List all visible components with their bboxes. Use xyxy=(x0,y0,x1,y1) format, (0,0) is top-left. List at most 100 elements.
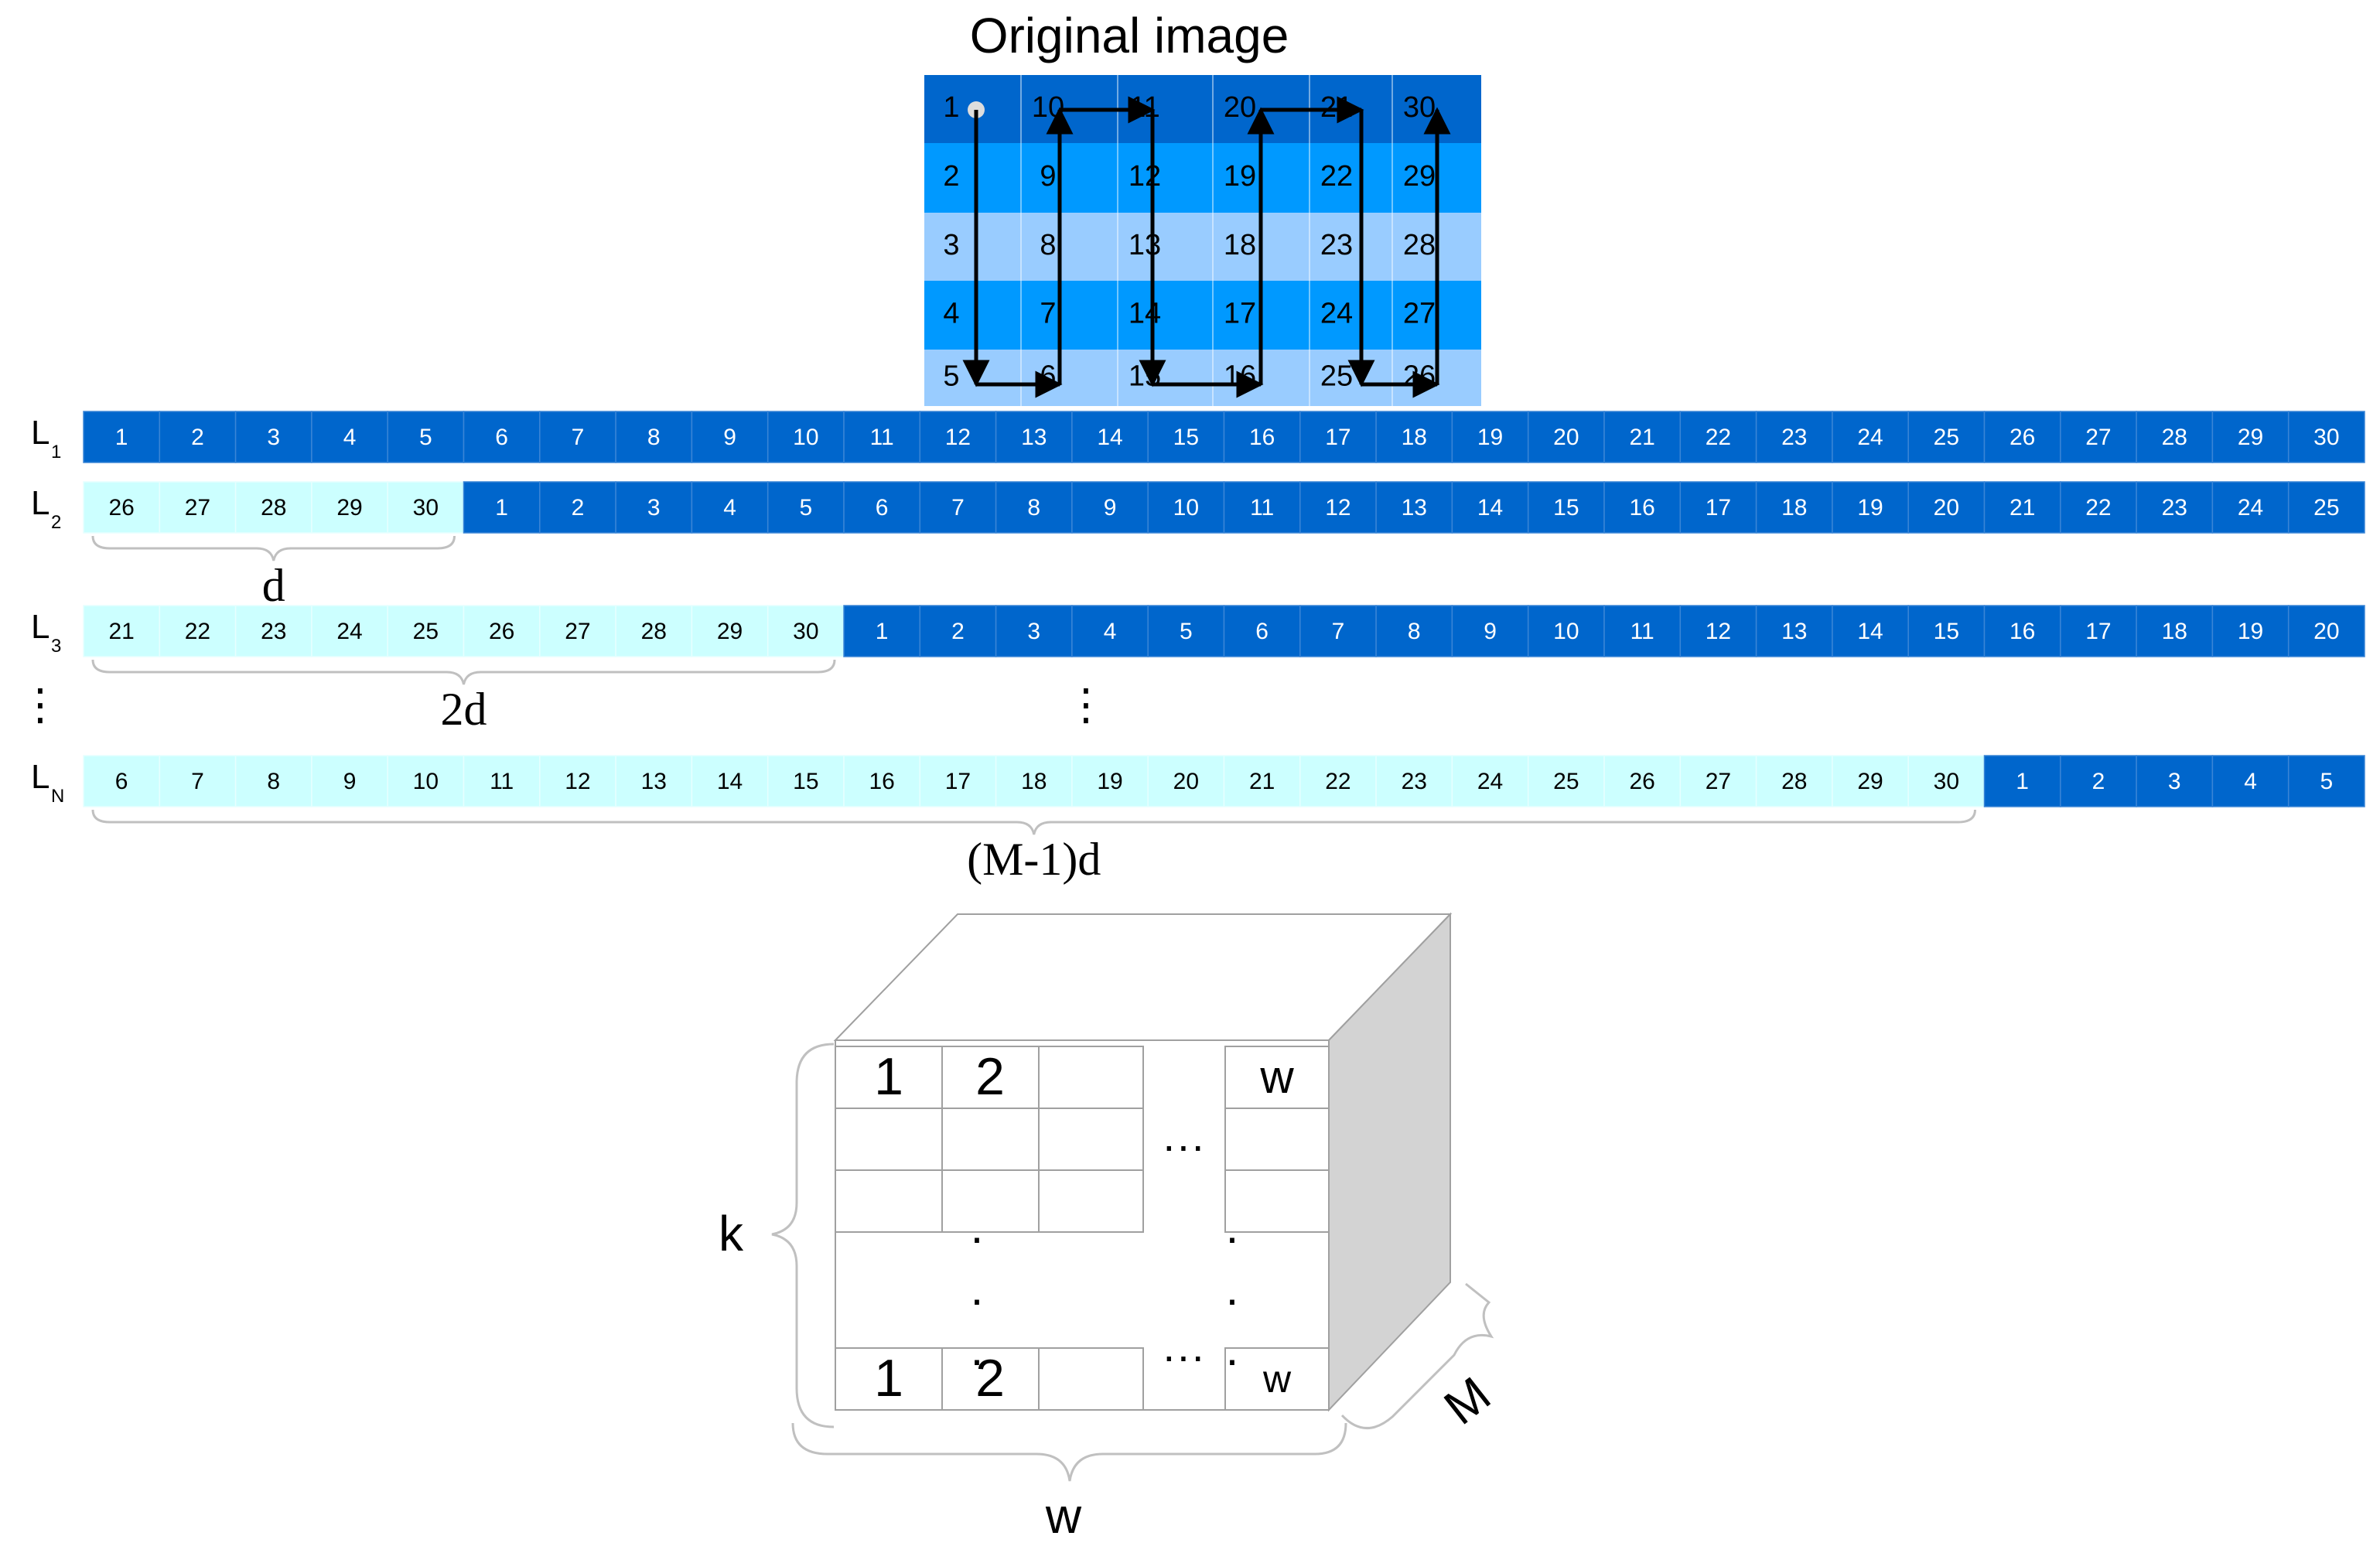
sequence-cell-number: 6 xyxy=(876,495,889,521)
sequence-cell-number: 17 xyxy=(1325,425,1350,450)
sequence-cell xyxy=(995,605,1073,657)
sequence-cell-number: 3 xyxy=(267,425,280,450)
sequence-cell-number: 23 xyxy=(261,619,286,644)
cube-bottom-cell-label: 1 xyxy=(874,1349,903,1408)
sequence-cell xyxy=(615,755,693,807)
sequence-label: L xyxy=(31,484,50,522)
sequence-cell-number: 16 xyxy=(1629,495,1654,521)
sequence-cell-number: 18 xyxy=(1781,495,1807,521)
sequence-cell-number: 26 xyxy=(108,495,134,521)
sequence-cell-number: 19 xyxy=(1477,425,1503,450)
sequence-label-subscript: N xyxy=(51,786,64,807)
sequence-cell-number: 11 xyxy=(1250,495,1274,521)
grid-cell-number: 21 xyxy=(1320,91,1353,124)
sequence-cell xyxy=(995,411,1073,463)
sequence-cell-number: 30 xyxy=(1934,769,1959,794)
sequence-cell xyxy=(843,605,921,657)
sequence-cell-number: 22 xyxy=(185,619,210,644)
sequence-cell xyxy=(1983,481,2061,534)
sequence-cell-number: 2 xyxy=(572,495,585,521)
sequence-cell xyxy=(311,755,388,807)
sequence-cell xyxy=(387,411,465,463)
sequence-cell xyxy=(1527,605,1605,657)
sequence-cell-number: 29 xyxy=(717,619,743,644)
cube-vertical-dot: · xyxy=(969,1211,985,1263)
sequence-cell-number: 19 xyxy=(1857,495,1883,521)
sequence-cell-number: 9 xyxy=(723,425,736,450)
sequence-cell xyxy=(2211,755,2290,807)
sequence-cell xyxy=(1071,481,1149,534)
sequence-cell xyxy=(1451,481,1529,534)
sequence-cell xyxy=(2060,605,2137,657)
cube-cell xyxy=(1038,1169,1144,1233)
sequence-cell-number: 1 xyxy=(115,425,128,450)
w-brace xyxy=(791,1422,1347,1482)
sequence-cell xyxy=(2060,481,2137,534)
sequence-cell-number: 6 xyxy=(495,425,508,450)
sequence-cell-number: 27 xyxy=(2085,425,2111,450)
sequence-cell-number: 1 xyxy=(876,619,889,644)
sequence-cell xyxy=(1223,411,1301,463)
sequence-cell xyxy=(2136,755,2214,807)
grid-cell-number: 9 xyxy=(1040,160,1056,193)
diagram-title: Original image xyxy=(970,8,1289,63)
sequence-cell-number: 13 xyxy=(641,769,667,794)
sequence-cell xyxy=(234,481,312,534)
sequence-cell xyxy=(2287,605,2365,657)
M-label: M xyxy=(1434,1366,1501,1435)
sequence-cell-number: 19 xyxy=(1097,769,1122,794)
sequence-cell-number: 16 xyxy=(2010,619,2035,644)
grid-cell-number: 17 xyxy=(1224,298,1256,330)
sequence-cell xyxy=(1223,481,1301,534)
sequence-cell xyxy=(1071,411,1149,463)
sequence-cell-number: 18 xyxy=(2162,619,2187,644)
sequence-cell xyxy=(995,755,1073,807)
sequence-cell xyxy=(1679,605,1757,657)
sequence-cell-number: 7 xyxy=(1332,619,1345,644)
grid-cell-number: 16 xyxy=(1224,360,1256,393)
cube-vertical-dot: · xyxy=(1224,1211,1240,1263)
sequence-label: L xyxy=(31,608,50,646)
sequence-cell xyxy=(311,605,388,657)
grid-cell-number: 8 xyxy=(1040,229,1056,261)
sequence-cell-number: 16 xyxy=(1249,425,1275,450)
sequence-cell-number: 24 xyxy=(2238,495,2263,521)
sequence-cell xyxy=(83,605,161,657)
sequence-cell-number: 23 xyxy=(2162,495,2187,521)
sequence-cell-number: 6 xyxy=(115,769,128,794)
sequence-cell-number: 21 xyxy=(1629,425,1654,450)
cube-cell xyxy=(1224,1347,1330,1411)
grid-cell-number: 2 xyxy=(943,160,959,193)
sequence-cell-number: 2 xyxy=(2092,769,2105,794)
sequence-cell-number: 4 xyxy=(343,425,357,450)
sequence-cell-number: 12 xyxy=(1706,619,1731,644)
sequence-cell xyxy=(691,481,769,534)
sequence-cell-number: 15 xyxy=(793,769,818,794)
cube-front-face xyxy=(835,1039,1330,1411)
sequence-cell-number: 10 xyxy=(413,769,439,794)
sequence-cell xyxy=(2287,481,2365,534)
sequence-cell xyxy=(83,481,161,534)
sequence-cell-number: 15 xyxy=(1934,619,1959,644)
sequence-cell-number: 18 xyxy=(1402,425,1427,450)
sequence-cell xyxy=(767,481,845,534)
sequence-cell-number: 29 xyxy=(2238,425,2263,450)
sequence-cell-number: 13 xyxy=(1781,619,1807,644)
sequence-cell-number: 5 xyxy=(419,425,432,450)
sequence-cell-number: 25 xyxy=(2313,495,2339,521)
sequence-cell xyxy=(1375,755,1453,807)
sequence-cell-number: 6 xyxy=(1255,619,1269,644)
sequence-cell-number: 27 xyxy=(565,619,590,644)
sequence-cell xyxy=(1679,411,1757,463)
grid-row-band xyxy=(924,143,1481,213)
cube-top-cell-label: w xyxy=(1259,1051,1294,1103)
cube-vertical-dot: · xyxy=(969,1333,985,1385)
row-ellipsis-middle: ⋮ xyxy=(1064,680,1108,729)
sequence-cell-number: 24 xyxy=(336,619,362,644)
sequence-cell xyxy=(2136,481,2214,534)
sequence-cell xyxy=(1299,755,1377,807)
sequence-cell xyxy=(1983,605,2061,657)
sequence-cell-number: 2 xyxy=(951,619,965,644)
sequence-cell xyxy=(843,755,921,807)
